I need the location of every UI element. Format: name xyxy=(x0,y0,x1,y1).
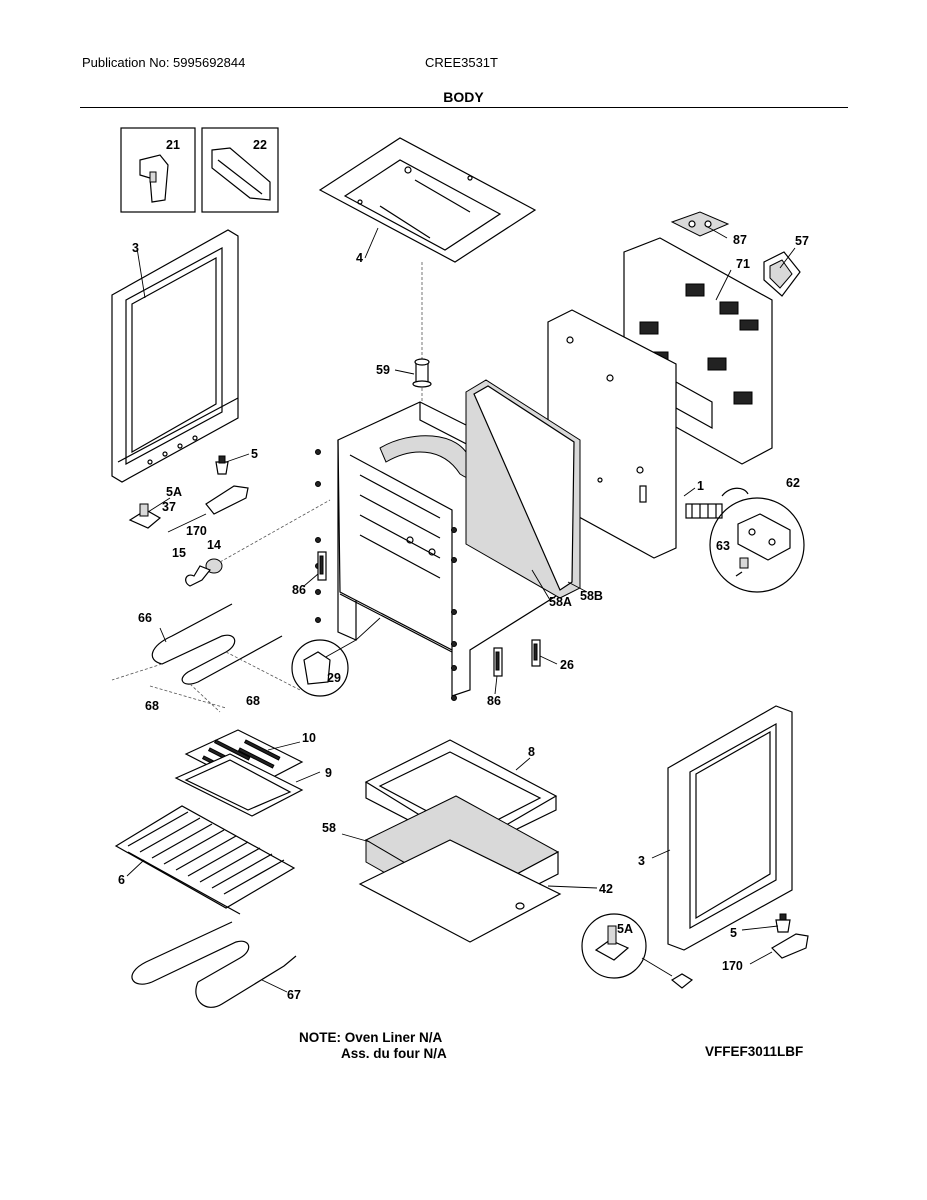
callout-86-mid: 86 xyxy=(487,694,501,708)
part-21-inset xyxy=(120,127,196,213)
callout-63: 63 xyxy=(716,539,730,553)
callout-59: 59 xyxy=(376,363,390,377)
figure-code: VFFEF3011LBF xyxy=(705,1044,804,1059)
footer-note-line-1: NOTE: Oven Liner N/A xyxy=(299,1030,443,1045)
callout-87: 87 xyxy=(733,233,747,247)
callout-68-b: 68 xyxy=(145,699,159,713)
part-87-plate xyxy=(670,211,730,237)
callout-58B: 58B xyxy=(580,589,603,603)
part-3-right-side-panel xyxy=(667,705,793,951)
leader-lines xyxy=(126,225,796,993)
callout-58: 58 xyxy=(322,821,336,835)
part-57-cover xyxy=(763,251,801,297)
part-5-screw-right xyxy=(775,913,791,933)
callout-4: 4 xyxy=(356,251,363,265)
part-42-drawer-bottom xyxy=(358,839,562,943)
callout-3-left: 3 xyxy=(132,241,139,255)
callout-14: 14 xyxy=(207,538,221,552)
part-58B-insulation xyxy=(465,379,581,599)
part-15-lamp xyxy=(185,565,211,587)
callout-9: 9 xyxy=(325,766,332,780)
part-26-clip xyxy=(531,639,541,667)
part-86-bracket-mid xyxy=(493,647,503,677)
callout-68-a: 68 xyxy=(246,694,260,708)
part-37-wire xyxy=(167,513,207,533)
callout-3-right: 3 xyxy=(638,854,645,868)
part-62-terminal-block-detail xyxy=(685,487,805,593)
callout-5-left: 5 xyxy=(251,447,258,461)
callout-57: 57 xyxy=(795,234,809,248)
callout-1: 1 xyxy=(697,479,704,493)
callout-66: 66 xyxy=(138,611,152,625)
callout-10: 10 xyxy=(302,731,316,745)
part-66-broil-element xyxy=(111,603,301,713)
part-5A-leveler-left xyxy=(128,503,162,529)
callout-62: 62 xyxy=(786,476,800,490)
section-title: BODY xyxy=(443,89,484,105)
callout-29: 29 xyxy=(327,671,341,685)
part-14-socket xyxy=(205,499,331,574)
callout-42: 42 xyxy=(599,882,613,896)
callout-71: 71 xyxy=(736,257,750,271)
part-67-bake-element xyxy=(131,921,297,1008)
part-5A-leveler-detail xyxy=(581,913,694,989)
callout-21: 21 xyxy=(166,138,180,152)
part-4-cooktop-support xyxy=(318,137,537,263)
part-22-inset xyxy=(201,127,279,213)
callout-86-left: 86 xyxy=(292,583,306,597)
callout-170-right: 170 xyxy=(722,959,743,973)
model-number: CREE3531T xyxy=(425,55,498,70)
publication-number: Publication No: 5995692844 xyxy=(82,55,246,70)
callout-58A: 58A xyxy=(549,595,572,609)
part-59-leveling-leg xyxy=(412,262,432,420)
callout-5A-left: 5A xyxy=(166,485,182,499)
part-9-broil-pan xyxy=(174,753,304,817)
part-170-bracket-right xyxy=(771,933,809,959)
callout-5A-right: 5A xyxy=(617,922,633,936)
header-divider xyxy=(80,107,848,108)
callout-8: 8 xyxy=(528,745,535,759)
callout-67: 67 xyxy=(287,988,301,1002)
part-86-bracket-left xyxy=(317,551,327,581)
screws xyxy=(315,449,457,701)
callout-5-right: 5 xyxy=(730,926,737,940)
callout-26: 26 xyxy=(560,658,574,672)
part-5-screw-left xyxy=(215,455,229,475)
callout-15: 15 xyxy=(172,546,186,560)
part-3-left-side-panel xyxy=(111,229,239,483)
part-29-detail xyxy=(291,617,381,697)
callout-37: 37 xyxy=(162,500,176,514)
callout-22: 22 xyxy=(253,138,267,152)
callout-170-left: 170 xyxy=(186,524,207,538)
part-6-oven-rack xyxy=(114,805,296,915)
part-170-bracket-left xyxy=(205,485,249,515)
footer-note-line-2: Ass. du four N/A xyxy=(341,1046,447,1061)
callout-6: 6 xyxy=(118,873,125,887)
